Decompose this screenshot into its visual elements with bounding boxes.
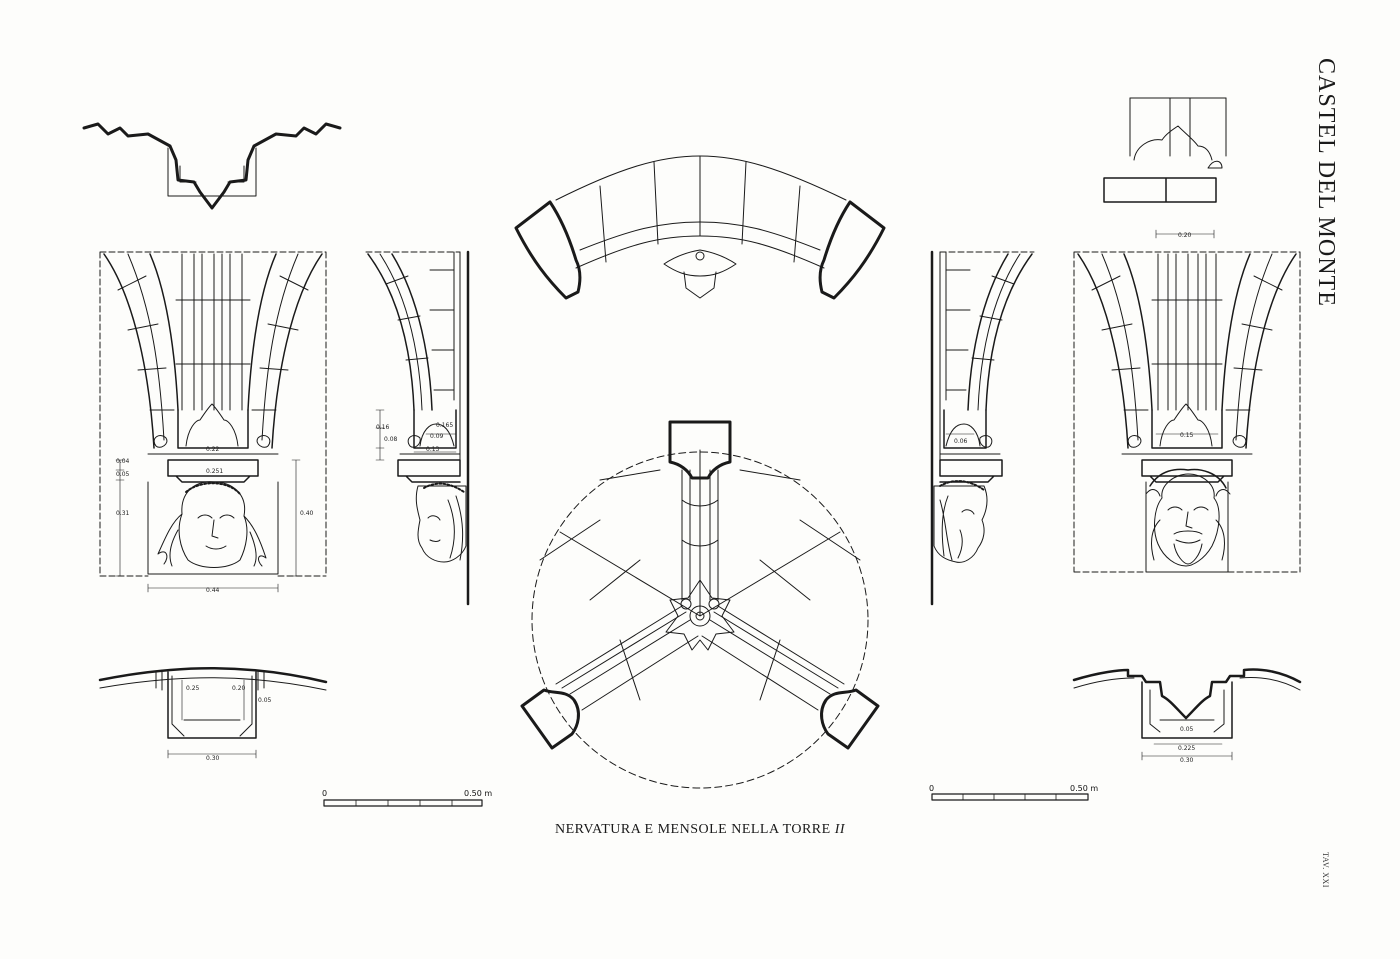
dim-label: 0.31 xyxy=(116,510,130,517)
right-front-elevation xyxy=(1073,251,1301,573)
left-side-elevation-dims: 0.16 0.08 0.09 0.165 0.13 xyxy=(376,422,453,453)
dim-label: 0.165 xyxy=(436,422,453,429)
dim-label: 0.20 xyxy=(1178,232,1192,239)
dim-label: 0.15 xyxy=(1180,432,1194,439)
dim-label: 0.44 xyxy=(206,587,220,594)
dim-label: 0.06 xyxy=(954,438,968,445)
caption-roman-numeral: II xyxy=(834,822,846,837)
dim-label: 0.05 xyxy=(116,471,130,478)
dim-label: 0.05 xyxy=(258,697,272,704)
left-side-elevation xyxy=(365,250,470,606)
caption-text: NERVATURA E MENSOLE NELLA TORRE xyxy=(554,822,831,837)
plate-title: CASTEL DEL MONTE xyxy=(1313,58,1339,307)
dim-label: 0.225 xyxy=(1178,745,1195,752)
scale-bar-left-end: 0.50 m xyxy=(464,789,492,798)
dim-label: 0.08 xyxy=(384,436,398,443)
dim-label: 0.251 xyxy=(206,468,223,475)
dim-label: 0.13 xyxy=(426,446,440,453)
center-vault-plan xyxy=(520,420,880,789)
dim-label: 0.20 xyxy=(232,685,246,692)
rib-profile-top-left xyxy=(82,122,342,210)
plate-caption: NERVATURA E MENSOLE NELLA TORRE II xyxy=(0,822,1400,838)
dim-label: 0.05 xyxy=(1180,726,1194,733)
top-center-rib-plan xyxy=(514,155,886,300)
dim-label: 0.22 xyxy=(206,446,220,453)
left-front-elevation xyxy=(99,251,327,593)
right-side-elevation xyxy=(930,250,1035,606)
dim-label: 0.09 xyxy=(430,433,444,440)
dim-label: 0.16 xyxy=(376,424,390,431)
plate-number: TAV. XXI xyxy=(1321,852,1330,888)
dim-label: 0.30 xyxy=(1180,757,1194,764)
right-plan-section xyxy=(1072,668,1302,761)
dim-label: 0.04 xyxy=(116,458,130,465)
scale-bar-left-start: 0 xyxy=(322,789,327,798)
scale-bar-left xyxy=(323,799,483,807)
dim-label: 0.30 xyxy=(206,755,220,762)
left-plan-section xyxy=(98,667,328,759)
right-plan-section-dims: 0.05 0.225 0.30 xyxy=(1178,726,1195,764)
scale-bar-right-start: 0 xyxy=(929,784,934,793)
scale-bar-right xyxy=(931,793,1089,801)
left-front-elevation-dims: 0.22 0.04 0.05 0.251 0.31 0.40 0.44 xyxy=(116,446,314,594)
dim-label: 0.40 xyxy=(300,510,314,517)
top-right-capital-detail xyxy=(1103,97,1227,239)
scale-bar-right-end: 0.50 m xyxy=(1070,784,1098,793)
left-plan-section-dims: 0.25 0.20 0.05 0.30 xyxy=(186,685,272,762)
dim-label: 0.25 xyxy=(186,685,200,692)
